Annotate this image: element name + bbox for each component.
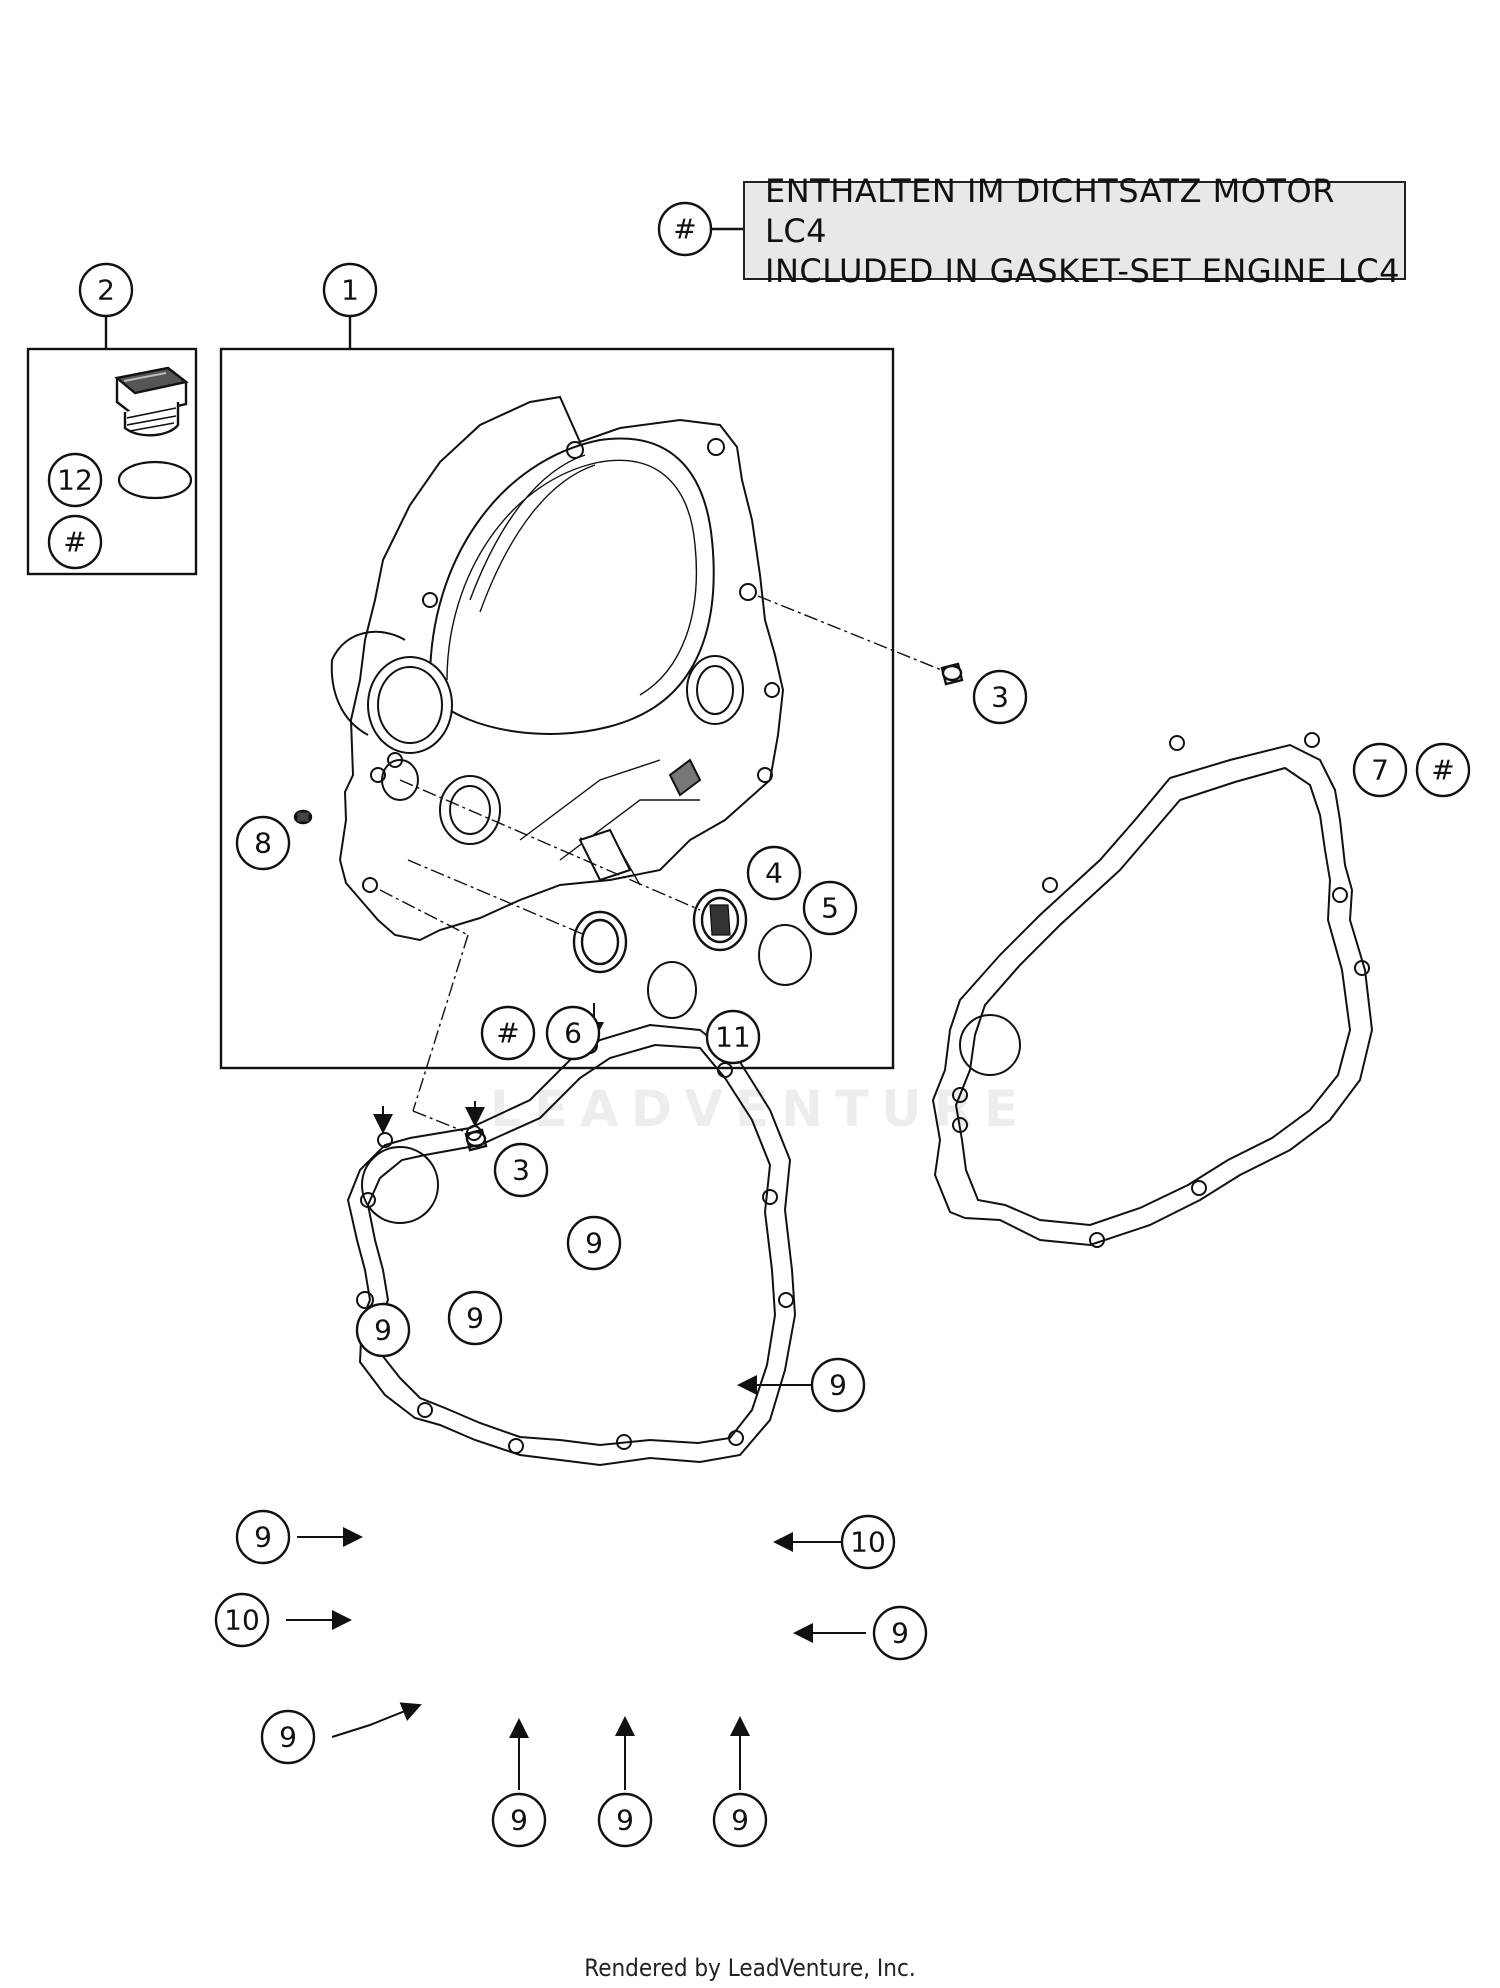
circlip-icon [647,961,697,1019]
callout-4-label: 4 [765,857,783,890]
gasket-callout-9: 9 [510,1804,528,1837]
callout-5-label: 5 [821,892,839,925]
oil-seal-icon [572,910,628,974]
legend-box: ENTHALTEN IM DICHTSATZ MOTOR LC4 INCLUDE… [743,172,1406,290]
snap-ring-icon [758,924,812,986]
gasket-callout-9: 9 [616,1804,634,1837]
callout-6-gasket-symbol: # [496,1017,519,1050]
callout-2-label: 1 [341,274,359,307]
gasket-detail-icon [346,1023,797,1467]
callout-7-label: 7 [1371,754,1389,787]
gasket-callout-9: 9 [254,1521,272,1554]
callout-11-label: 11 [715,1021,751,1054]
legend-symbol: # [673,213,696,246]
callout-6-label: 6 [564,1017,582,1050]
o-ring-icon [117,460,193,500]
footer-credit: Rendered by LeadVenture, Inc. [584,1954,916,1982]
callout-1-label: 2 [97,274,115,307]
watermark: LEADVENTURE [490,1080,1031,1138]
callout-12-gasket-symbol: # [63,526,86,559]
gasket-callout-9: 9 [374,1314,392,1347]
gasket-callout-9: 9 [891,1617,909,1650]
clutch-cover-icon [330,395,785,942]
plug-screw-icon [293,809,313,825]
gasket-callout-9: 9 [466,1302,484,1335]
callout-12-label: 12 [57,464,93,497]
gasket-callout-9: 9 [585,1227,603,1260]
callout-8-label: 8 [254,827,272,860]
legend-line-german: ENTHALTEN IM DICHTSATZ MOTOR LC4 [765,171,1335,250]
gasket-callout-9: 9 [279,1721,297,1754]
box-clutch-cover [219,347,895,1070]
callout-3-label: 3 [512,1154,530,1187]
callout-7-gasket-symbol: # [1431,754,1454,787]
callout-3-label: 3 [991,681,1009,714]
gasket-callout-9: 9 [829,1369,847,1402]
oil-filler-cap-icon [114,366,189,437]
gasket-callout-10: 10 [850,1526,886,1559]
box-oil-filler-cap [26,347,198,576]
gasket-callout-9: 9 [731,1804,749,1837]
callouts [47,201,1471,1848]
gasket-callout-10: 10 [224,1604,260,1637]
legend-line-english: INCLUDED IN GASKET-SET ENGINE LC4 [765,251,1400,290]
shaft-seal-icon [692,888,748,952]
clutch-cover-gasket-icon [931,732,1374,1248]
